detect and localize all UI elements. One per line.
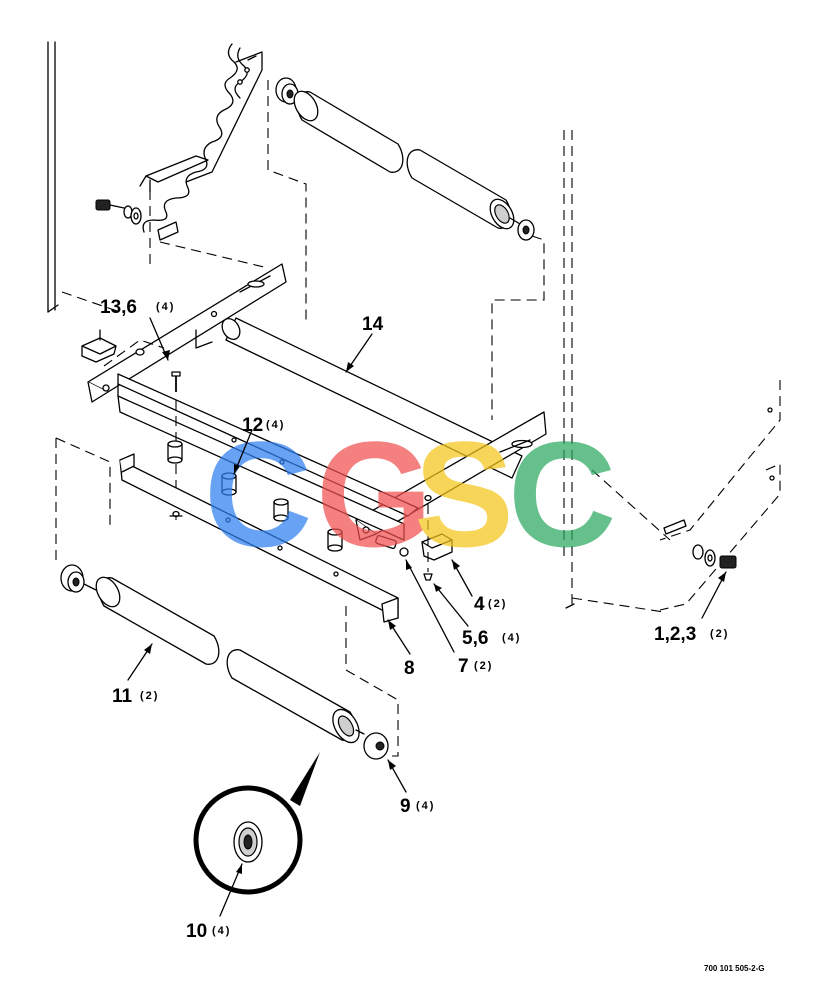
callout-11-qty: (2) — [140, 690, 159, 702]
channel-and-spacers — [119, 440, 399, 623]
callout-1-2-3-qty: (2) — [710, 628, 729, 640]
callout-11-number: 11 — [112, 686, 133, 707]
upper-left-bolt-assembly — [95, 199, 142, 225]
callout-13-6-number: 13,6 — [100, 297, 137, 318]
top-roller — [275, 77, 545, 420]
callout-9: 9 (4) — [387, 759, 435, 817]
callout-5-6-number: 5,6 — [462, 628, 488, 649]
callout-7-qty: (2) — [474, 660, 493, 672]
callout-4-number: 4 — [474, 594, 485, 615]
callout-8: 8 — [387, 619, 415, 679]
callout-1-2-3-number: 1,2,3 — [654, 624, 696, 645]
spacer-12-d — [327, 528, 343, 552]
callout-5-6: 5,6 (4) — [433, 583, 521, 649]
callout-14: 14 — [345, 314, 384, 373]
callout-12: 12 (4) — [233, 415, 285, 475]
frame-assembly — [81, 263, 547, 581]
callout-11: 11 (2) — [112, 643, 159, 707]
left-frame-panel — [47, 41, 307, 320]
watermark-letter-1: C — [204, 410, 312, 578]
watermark-letter-4: C — [508, 410, 616, 578]
callout-10-number: 10 — [186, 921, 207, 942]
callout-5-6-qty: (4) — [502, 632, 521, 644]
lower-roller — [55, 437, 399, 760]
spacer-12-b — [221, 472, 237, 496]
right-frame-panel — [563, 130, 781, 613]
callout-13-6-qty: (4) — [156, 301, 175, 313]
callout-1-2-3: 1,2,3 (2) — [654, 571, 729, 645]
callout-8-number: 8 — [404, 658, 415, 679]
callout-10: 10 (4) — [186, 863, 243, 942]
watermark-letter-3: S — [414, 410, 514, 578]
callout-7-number: 7 — [458, 656, 469, 677]
watermark-letter-2: G — [316, 410, 433, 578]
callout-4: 4 (2) — [451, 559, 507, 615]
watermark: C G S C — [204, 410, 616, 578]
callout-12-qty: (4) — [266, 419, 285, 431]
spacer-12-a — [167, 440, 183, 464]
callout-9-qty: (4) — [416, 800, 435, 812]
callout-7: 7 (2) — [405, 559, 493, 677]
callout-4-qty: (2) — [488, 598, 507, 610]
callout-13-6: 13,6 (4) — [100, 297, 175, 361]
callout-9-number: 9 — [400, 796, 411, 817]
document-number: 700 101 505-2-G — [704, 964, 765, 973]
spacer-12-c — [273, 498, 289, 522]
callout-12-number: 12 — [242, 415, 263, 436]
callout-10-qty: (4) — [212, 925, 231, 937]
bearing-detail — [193, 752, 320, 895]
callout-14-number: 14 — [362, 314, 384, 335]
